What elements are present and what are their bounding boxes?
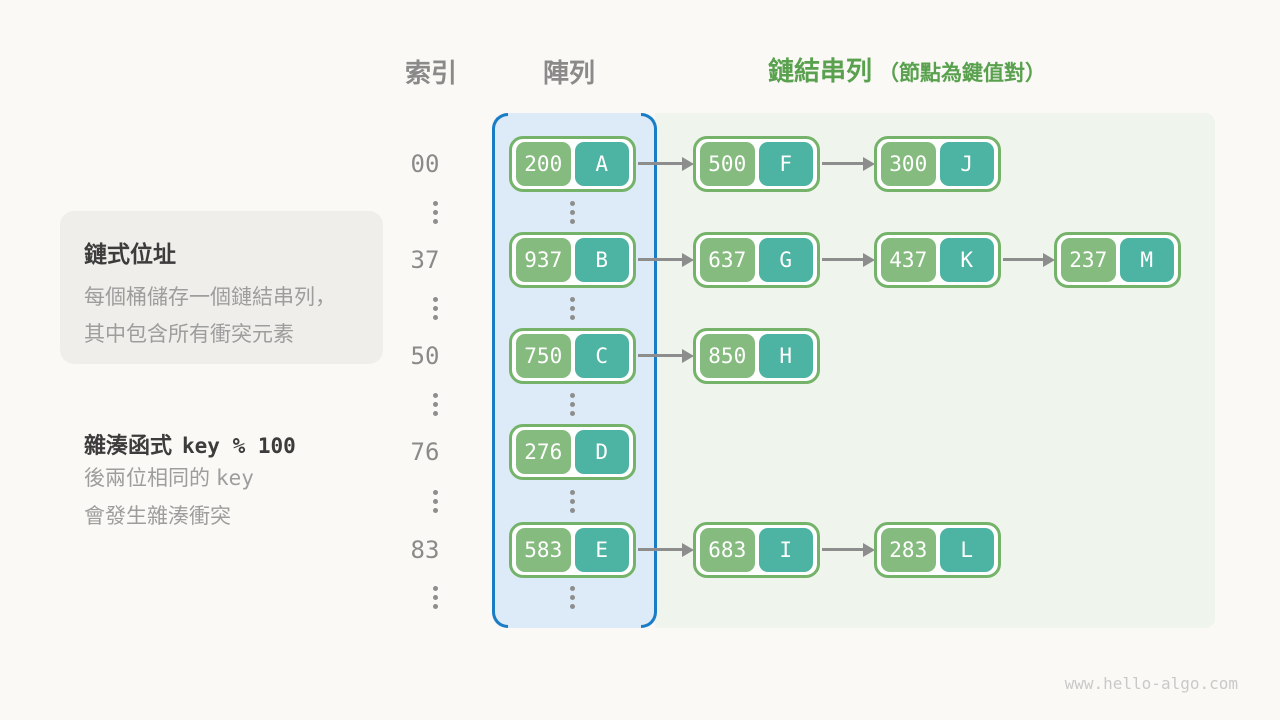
array-bracket-left (492, 113, 508, 628)
value-cell: H (758, 334, 813, 378)
ellipsis-dots (570, 586, 576, 609)
info-box-line: 每個桶儲存一個鏈結串列， (84, 286, 336, 309)
index-label: 37 (410, 246, 440, 274)
value-cell: B (574, 238, 629, 282)
info-box: 鏈式位址 每個桶儲存一個鏈結串列， 其中包含所有衝突元素 (60, 211, 383, 364)
ellipsis-dots (433, 297, 439, 320)
value-cell: K (939, 238, 994, 282)
chain-node: 500 F (693, 136, 820, 192)
chain-node: 283 L (874, 522, 1001, 578)
bucket-node: 750 C (509, 328, 636, 384)
key-cell: 500 (700, 142, 755, 186)
chain-node: 300 J (874, 136, 1001, 192)
ellipsis-dots (433, 393, 439, 416)
index-label: 00 (410, 150, 440, 178)
bucket-node: 276 D (509, 424, 636, 480)
ellipsis-dots (570, 393, 576, 416)
chain-arrow-icon (822, 542, 875, 557)
ellipsis-dots (570, 297, 576, 320)
hash-note-key-code: key (216, 466, 254, 490)
hash-function-formula: key % 100 (182, 434, 296, 458)
linked-list-title: 鏈結串列 (768, 56, 873, 86)
column-header-linked-list: 鏈結串列 （節點為鍵值對） (768, 51, 1046, 88)
key-cell: 437 (881, 238, 936, 282)
key-cell: 300 (881, 142, 936, 186)
value-cell: I (758, 528, 813, 572)
key-cell: 583 (516, 528, 571, 572)
index-label: 50 (410, 342, 440, 370)
ellipsis-dots (570, 490, 576, 513)
ellipsis-dots (570, 201, 576, 224)
watermark: www.hello-algo.com (1064, 674, 1238, 693)
chain-arrow-icon (822, 156, 875, 171)
ellipsis-dots (433, 586, 439, 609)
info-box-line: 其中包含所有衝突元素 (84, 323, 294, 346)
index-label: 83 (410, 536, 440, 564)
key-cell: 276 (516, 430, 571, 474)
key-cell: 200 (516, 142, 571, 186)
chain-arrow-icon (638, 252, 694, 267)
chain-node: 237 M (1054, 232, 1181, 288)
chain-node: 437 K (874, 232, 1001, 288)
chain-arrow-icon (638, 348, 694, 363)
hash-function-line: 雜湊函式 key % 100 (84, 433, 296, 459)
ellipsis-dots (433, 490, 439, 513)
chain-arrow-icon (822, 252, 875, 267)
chain-arrow-icon (638, 156, 694, 171)
key-cell: 637 (700, 238, 755, 282)
ellipsis-dots (433, 201, 439, 224)
bucket-node: 583 E (509, 522, 636, 578)
value-cell: G (758, 238, 813, 282)
column-header-array: 陣列 (542, 58, 595, 88)
index-label: 76 (410, 438, 440, 466)
key-cell: 850 (700, 334, 755, 378)
value-cell: C (574, 334, 629, 378)
chain-node: 683 I (693, 522, 820, 578)
value-cell: J (939, 142, 994, 186)
linked-list-note: （節點為鍵值對） (878, 62, 1047, 85)
key-cell: 237 (1061, 238, 1116, 282)
chain-node: 850 H (693, 328, 820, 384)
value-cell: F (758, 142, 813, 186)
bucket-node: 937 B (509, 232, 636, 288)
hash-note-line: 會發生雜湊衝突 (84, 505, 231, 528)
key-cell: 750 (516, 334, 571, 378)
bucket-node: 200 A (509, 136, 636, 192)
chain-arrow-icon (638, 542, 694, 557)
hash-function-label: 雜湊函式 (84, 433, 173, 458)
chain-arrow-icon (1003, 252, 1055, 267)
chain-node: 637 G (693, 232, 820, 288)
key-cell: 283 (881, 528, 936, 572)
value-cell: E (574, 528, 629, 572)
value-cell: L (939, 528, 994, 572)
key-cell: 683 (700, 528, 755, 572)
value-cell: M (1119, 238, 1174, 282)
info-box-title: 鏈式位址 (84, 241, 176, 267)
value-cell: D (574, 430, 629, 474)
value-cell: A (574, 142, 629, 186)
column-header-index: 索引 (404, 58, 457, 88)
key-cell: 937 (516, 238, 571, 282)
